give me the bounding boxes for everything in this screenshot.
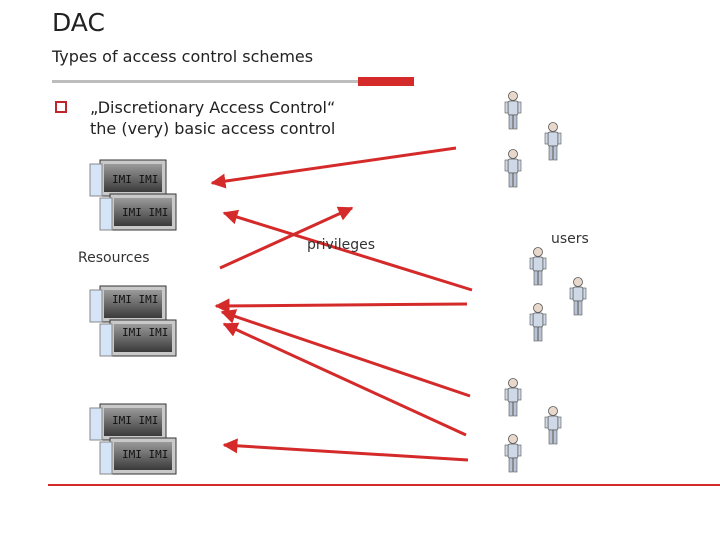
server-stack-icon — [90, 160, 176, 230]
monitor-label: IMI IMI — [122, 326, 168, 339]
privilege-arrow — [222, 322, 467, 437]
user-group-1 — [504, 91, 562, 188]
resource-group-3: IMI IMI IMI IMI — [90, 404, 176, 474]
privilege-arrow — [219, 206, 354, 270]
privilege-arrow — [214, 298, 468, 314]
slide-title: DAC — [52, 8, 105, 37]
resource-group-2: IMI IMI IMI IMI — [90, 286, 176, 356]
person-icon — [569, 277, 587, 316]
bullet-line-1: „Discretionary Access Control“ — [90, 98, 336, 117]
user-group-2 — [529, 247, 587, 342]
person-icon — [544, 406, 562, 445]
monitor-label: IMI IMI — [112, 173, 158, 186]
footer-rule — [48, 484, 720, 486]
resources-label: Resources — [78, 250, 150, 266]
person-icon — [504, 91, 522, 130]
monitor-label: IMI IMI — [122, 448, 168, 461]
slide-subtitle: Types of access control schemes — [52, 47, 314, 66]
person-icon — [504, 149, 522, 188]
resource-group-1: IMI IMI IMI IMI — [90, 160, 176, 230]
person-icon — [504, 378, 522, 417]
bullet-text: „Discretionary Access Control“ the (very… — [90, 97, 335, 139]
bullet-line-2: the (very) basic access control — [90, 119, 336, 138]
hollow-square-bullet-icon — [55, 101, 67, 113]
users-label: users — [551, 231, 589, 247]
user-group-3 — [504, 378, 562, 473]
privilege-arrows — [210, 146, 473, 462]
person-icon — [529, 247, 547, 286]
privileges-label: privileges — [307, 237, 376, 253]
privilege-arrow — [220, 309, 471, 398]
privilege-arrow — [210, 146, 457, 189]
monitor-label: IMI IMI — [112, 293, 158, 306]
title-divider — [52, 80, 412, 83]
title-divider-accent — [358, 77, 414, 86]
monitor-label: IMI IMI — [122, 206, 168, 219]
privilege-arrow — [222, 209, 473, 292]
person-icon — [544, 122, 562, 161]
person-icon — [504, 434, 522, 473]
privilege-arrow — [222, 438, 469, 462]
person-icon — [529, 303, 547, 342]
monitor-label: IMI IMI — [112, 414, 158, 427]
